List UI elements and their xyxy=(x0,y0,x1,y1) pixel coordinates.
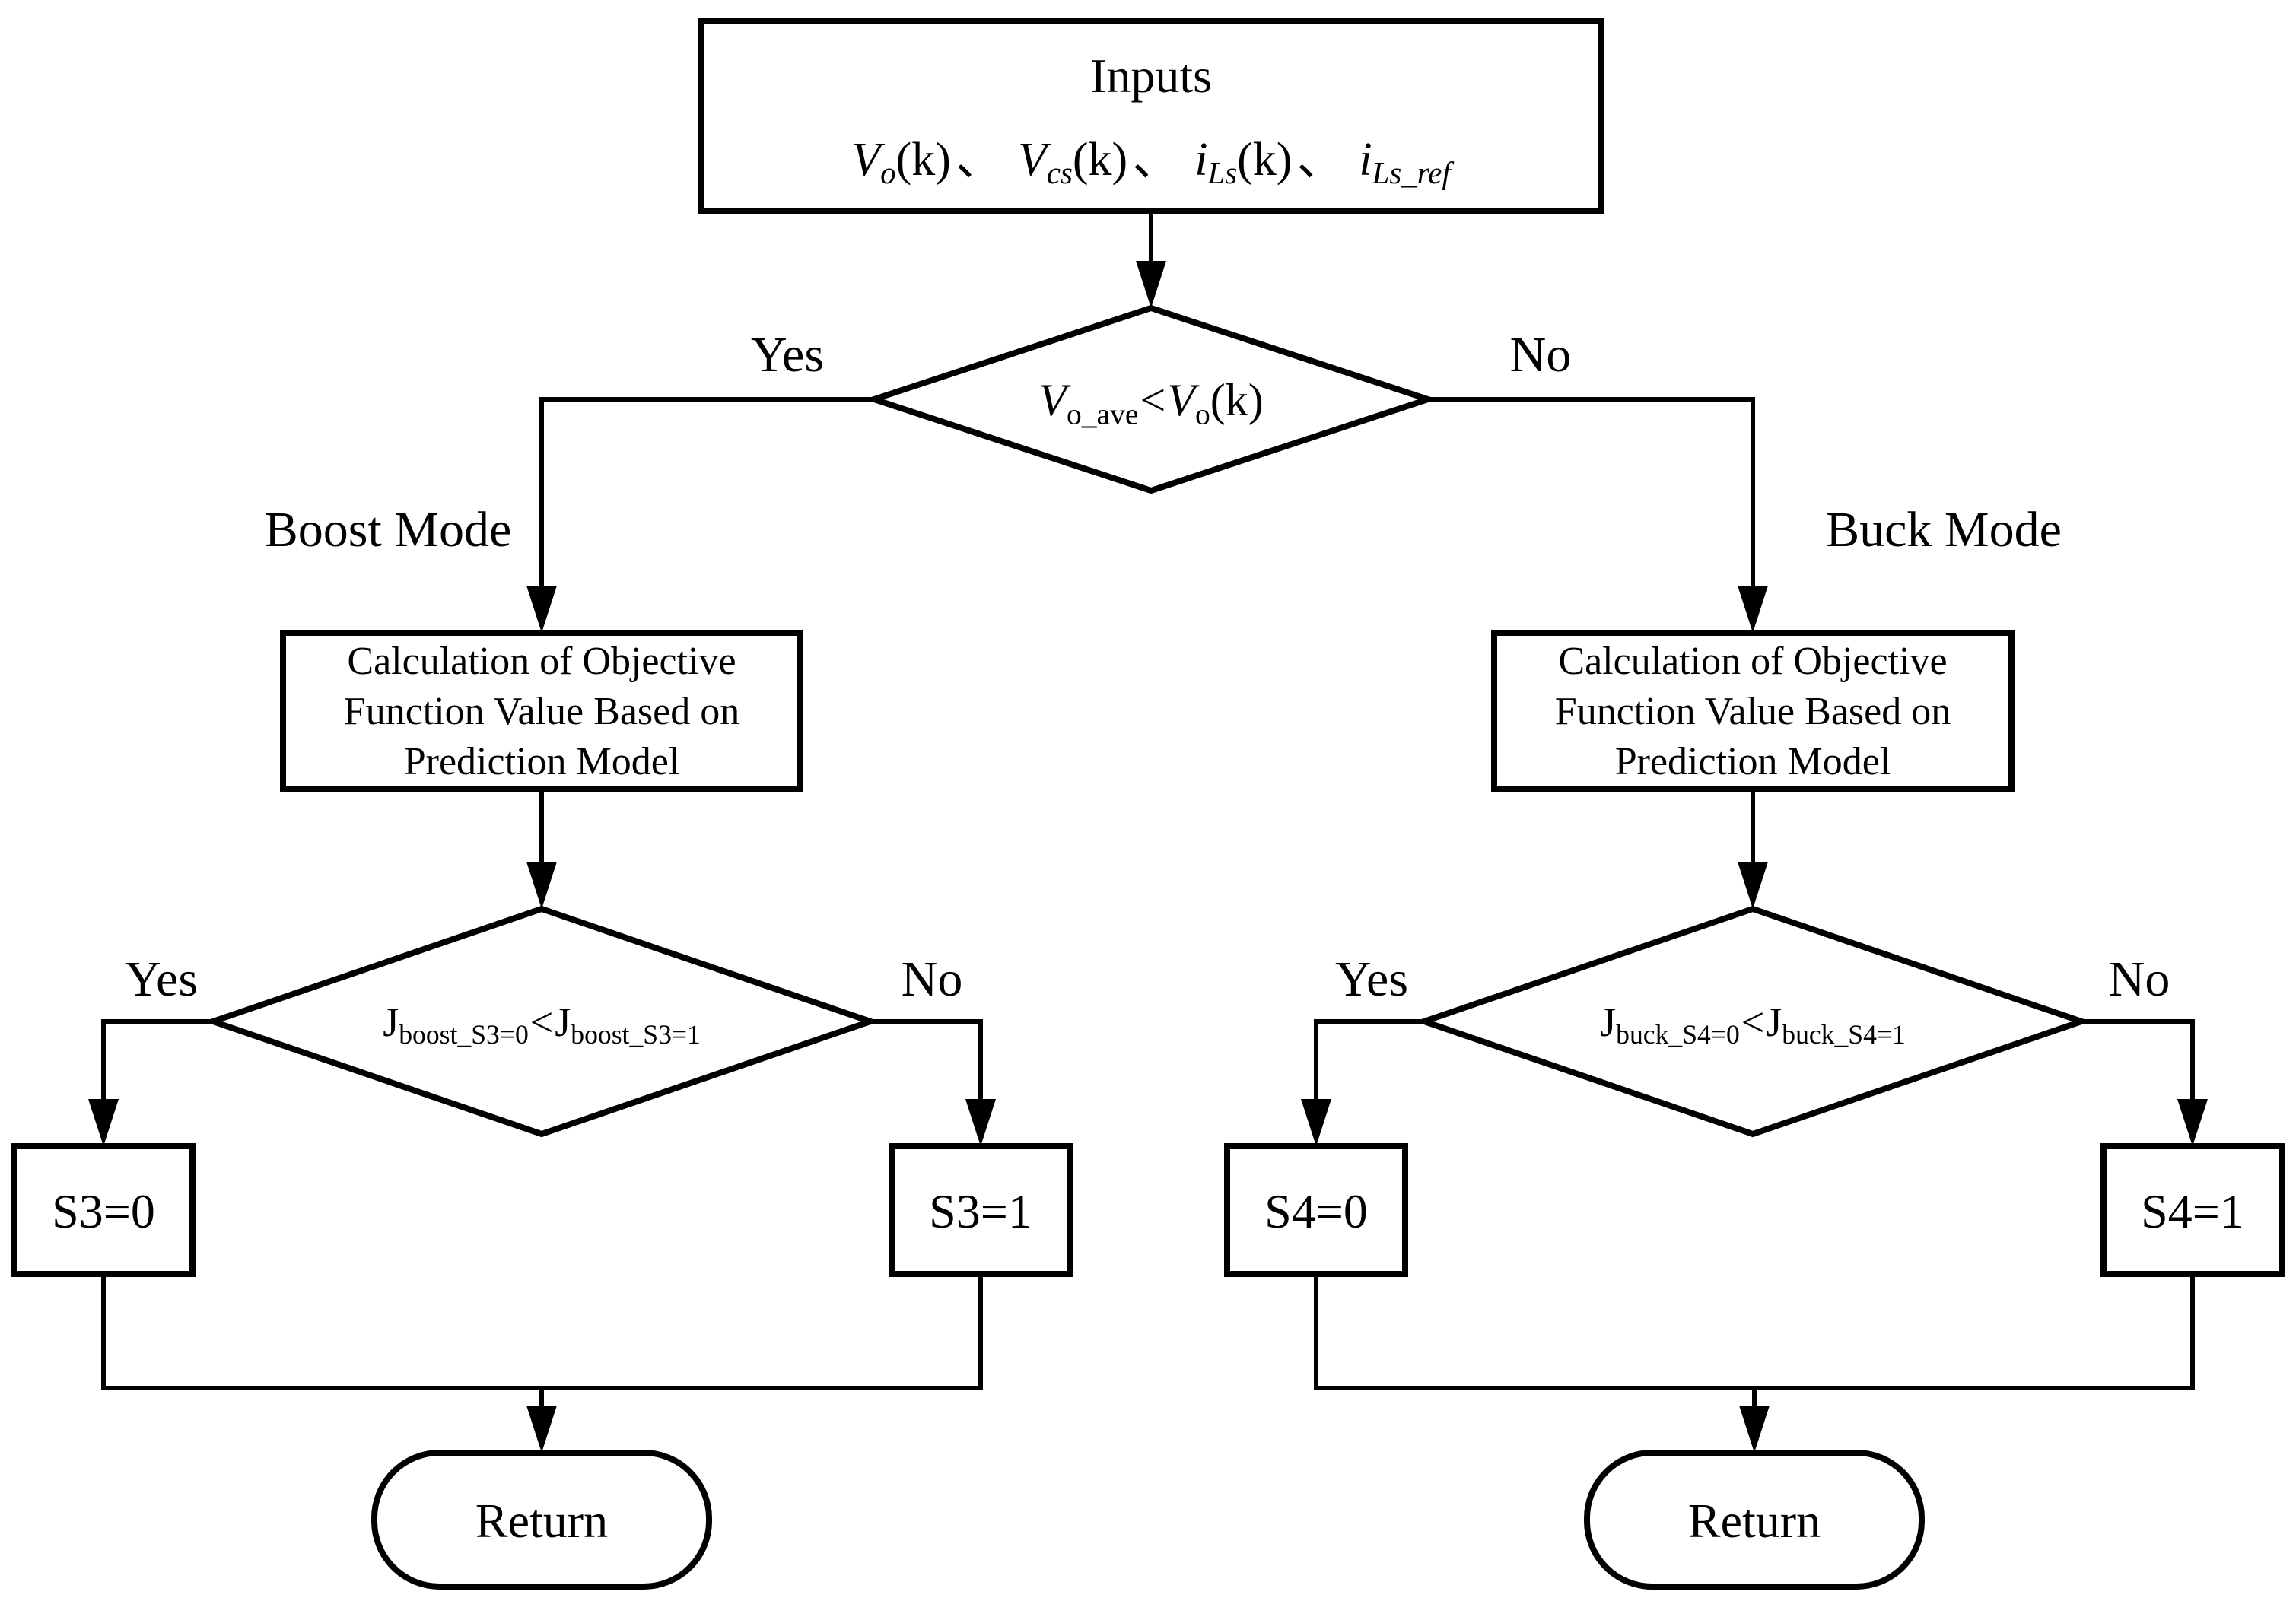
edge-boost-yes xyxy=(101,1019,213,1101)
buck-calc-line-1: Calculation of Objective xyxy=(1558,640,1948,683)
s3-one-box xyxy=(889,1143,1073,1277)
arrowhead-into-return-buck xyxy=(1739,1406,1770,1453)
buck-mode-label: Buck Mode xyxy=(1826,502,2062,558)
buck-cond-lhs-base: J xyxy=(1600,999,1617,1046)
cond-rhs-base: V xyxy=(1167,375,1195,426)
cond-rhs-tail: (k) xyxy=(1210,375,1264,426)
var-vcs-base: V xyxy=(1017,133,1047,186)
less-than-operator: < xyxy=(529,999,554,1046)
buck-yes-label: Yes xyxy=(1334,951,1409,1008)
var-vo-base: V xyxy=(851,133,881,186)
boost-cond-lhs-sub: boost_S3=0 xyxy=(399,1018,529,1050)
return-buck-label: Return xyxy=(1687,1494,1821,1549)
buck-decision-diamond xyxy=(1414,905,2091,1138)
var-ilsref-base: i xyxy=(1359,133,1372,186)
boost-yes-label: Yes xyxy=(124,951,199,1008)
buck-calc-line-3: Prediction Model xyxy=(1614,740,1891,783)
buck-cond-rhs-base: J xyxy=(1766,999,1782,1046)
edge-buck-merge xyxy=(1314,1274,2195,1390)
buck-calc-line-2: Function Value Based on xyxy=(1554,690,1951,733)
buck-decision-condition: Jbuck_S4=0<Jbuck_S4=1 xyxy=(1600,999,1906,1050)
boost-calc-line-2: Function Value Based on xyxy=(343,690,740,733)
boost-cond-lhs-base: J xyxy=(383,999,399,1046)
edge-yes-to-boost-calc xyxy=(539,397,874,587)
less-than-operator: < xyxy=(1741,999,1765,1046)
var-vo-tail: (k) xyxy=(895,133,951,186)
var-ilsref-sub: Ls_ref xyxy=(1372,156,1451,191)
buck-calc-text: Calculation of Objective Function Value … xyxy=(1555,637,1951,787)
arrowhead-into-s4-one xyxy=(2177,1099,2208,1146)
cond-lhs-base: V xyxy=(1038,375,1067,426)
return-boost-label: Return xyxy=(475,1494,609,1549)
inputs-box xyxy=(698,18,1604,214)
arrowheads xyxy=(88,261,2208,1453)
boost-decision-condition: Jboost_S3=0<Jboost_S3=1 xyxy=(383,999,701,1050)
cond-lhs-sub: o_ave xyxy=(1066,397,1139,431)
edge-buck-no xyxy=(2081,1019,2195,1101)
boost-calc-text: Calculation of Objective Function Value … xyxy=(344,637,739,787)
mode-no-label: No xyxy=(1509,327,1572,383)
buck-calc-box xyxy=(1491,630,2015,792)
mode-decision-diamond xyxy=(864,304,1438,494)
arrowhead-into-boost-decision xyxy=(526,862,557,909)
mode-yes-label: Yes xyxy=(750,327,825,383)
inputs-title: Inputs xyxy=(1090,49,1212,103)
s3-zero-label: S3=0 xyxy=(52,1184,155,1239)
node-shapes xyxy=(11,18,2285,1590)
edge-buck-yes xyxy=(1314,1019,1424,1101)
buck-cond-rhs-sub: buck_S4=1 xyxy=(1782,1018,1906,1050)
arrowhead-into-s3-zero xyxy=(88,1099,119,1146)
var-ils-sub: Ls xyxy=(1207,156,1238,191)
s4-zero-label: S4=0 xyxy=(1264,1184,1368,1239)
var-vcs-tail: (k) xyxy=(1072,133,1128,186)
arrowhead-into-return-boost xyxy=(526,1406,557,1453)
arrowhead-into-mode-decision xyxy=(1136,261,1166,308)
separator: 、 xyxy=(955,130,1003,186)
var-ils-base: i xyxy=(1194,133,1208,186)
boost-cond-rhs-base: J xyxy=(555,999,571,1046)
separator: 、 xyxy=(1132,130,1180,186)
connector-lines xyxy=(101,211,2195,1407)
cond-rhs-sub: o xyxy=(1194,397,1210,431)
var-vo-sub: o xyxy=(880,156,896,191)
arrowhead-into-buck-calc xyxy=(1738,586,1768,633)
s3-one-label: S3=1 xyxy=(929,1184,1032,1239)
boost-mode-label: Boost Mode xyxy=(264,502,512,558)
boost-decision-diamond xyxy=(203,905,880,1138)
edge-boost-merge xyxy=(101,1274,983,1390)
buck-no-label: No xyxy=(2108,951,2170,1008)
s4-one-label: S4=1 xyxy=(2141,1184,2244,1239)
var-vcs-sub: cs xyxy=(1046,156,1073,191)
edge-boost-no xyxy=(870,1019,983,1101)
separator: 、 xyxy=(1296,130,1344,186)
arrowhead-into-buck-decision xyxy=(1738,862,1768,909)
boost-calc-line-1: Calculation of Objective xyxy=(347,640,736,683)
buck-cond-lhs-sub: buck_S4=0 xyxy=(1616,1018,1740,1050)
arrowhead-into-s3-one xyxy=(965,1099,996,1146)
arrowhead-into-s4-zero xyxy=(1301,1099,1331,1146)
arrowhead-into-boost-calc xyxy=(526,586,557,633)
boost-calc-box xyxy=(280,630,803,792)
boost-no-label: No xyxy=(901,951,963,1008)
edge-no-to-buck-calc xyxy=(1428,397,1755,587)
inputs-variables: Vo(k)、Vcs(k)、iLs(k)、iLs_ref xyxy=(851,132,1450,192)
s4-one-box xyxy=(2100,1143,2285,1277)
s4-zero-box xyxy=(1224,1143,1408,1277)
boost-calc-line-3: Prediction Model xyxy=(403,740,680,783)
var-ils-tail: (k) xyxy=(1237,133,1293,186)
mode-decision-condition: Vo_ave<Vo(k) xyxy=(1038,374,1263,432)
less-than-operator: < xyxy=(1140,375,1166,426)
boost-cond-rhs-sub: boost_S3=1 xyxy=(571,1018,701,1050)
